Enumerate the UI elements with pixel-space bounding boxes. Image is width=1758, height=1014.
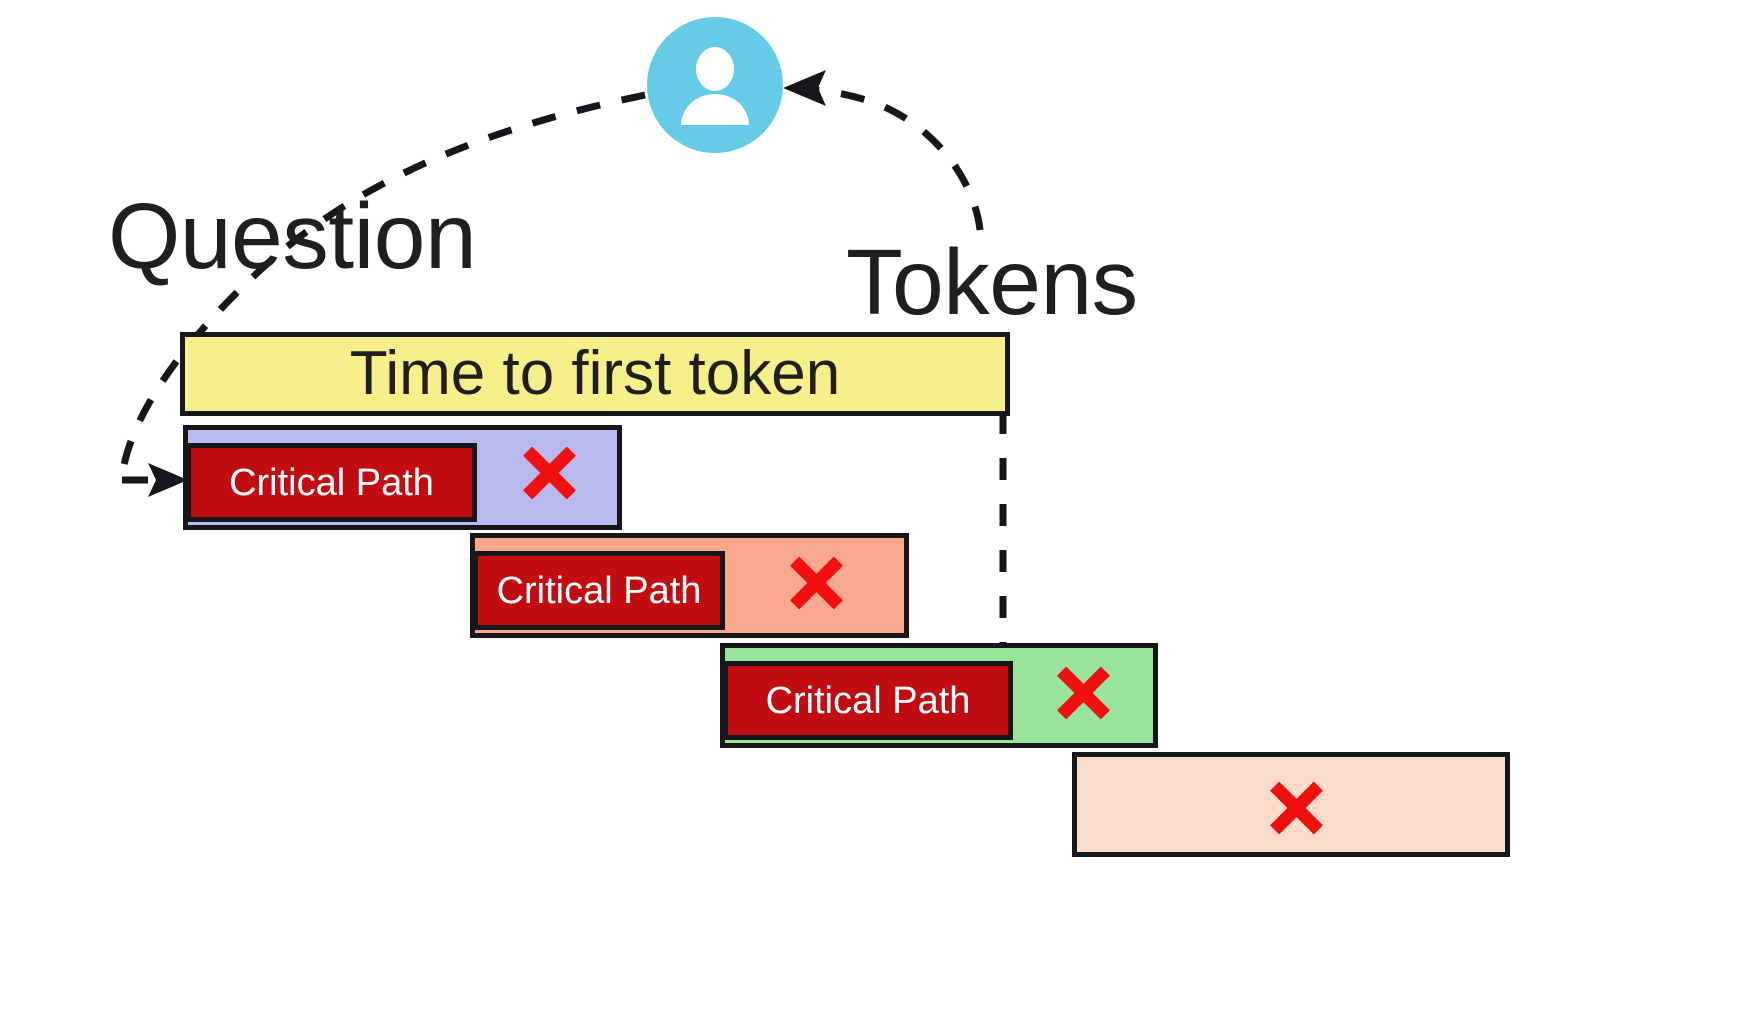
critical-path-block-2: Critical Path (473, 551, 725, 630)
critical-path-label-2: Critical Path (496, 569, 702, 612)
critical-path-label-3: Critical Path (765, 679, 971, 722)
question-label: Question (108, 184, 477, 288)
critical-path-block-1: Critical Path (186, 443, 477, 522)
red-x-icon (1052, 662, 1114, 724)
user-avatar (647, 17, 783, 153)
question-arrowhead-icon (148, 463, 188, 497)
request-row-4-bar (1072, 752, 1510, 857)
request-row-3-bar: Critical Path (720, 643, 1158, 748)
time-to-first-token-label: Time to first token (349, 339, 841, 408)
user-avatar-icon (681, 47, 749, 125)
critical-path-block-3: Critical Path (723, 661, 1013, 740)
tokens-label: Tokens (846, 230, 1138, 334)
tokens-dashed-arrow (811, 86, 984, 231)
red-x-icon (1265, 777, 1327, 839)
tokens-arrowhead-icon (783, 70, 826, 106)
time-to-first-token-bar: Time to first token (180, 332, 1010, 416)
red-x-icon (785, 552, 847, 614)
request-row-1-bar: Critical Path (183, 425, 622, 530)
red-x-icon (518, 442, 580, 504)
request-row-2-bar: Critical Path (470, 533, 909, 638)
critical-path-label-1: Critical Path (229, 461, 434, 504)
